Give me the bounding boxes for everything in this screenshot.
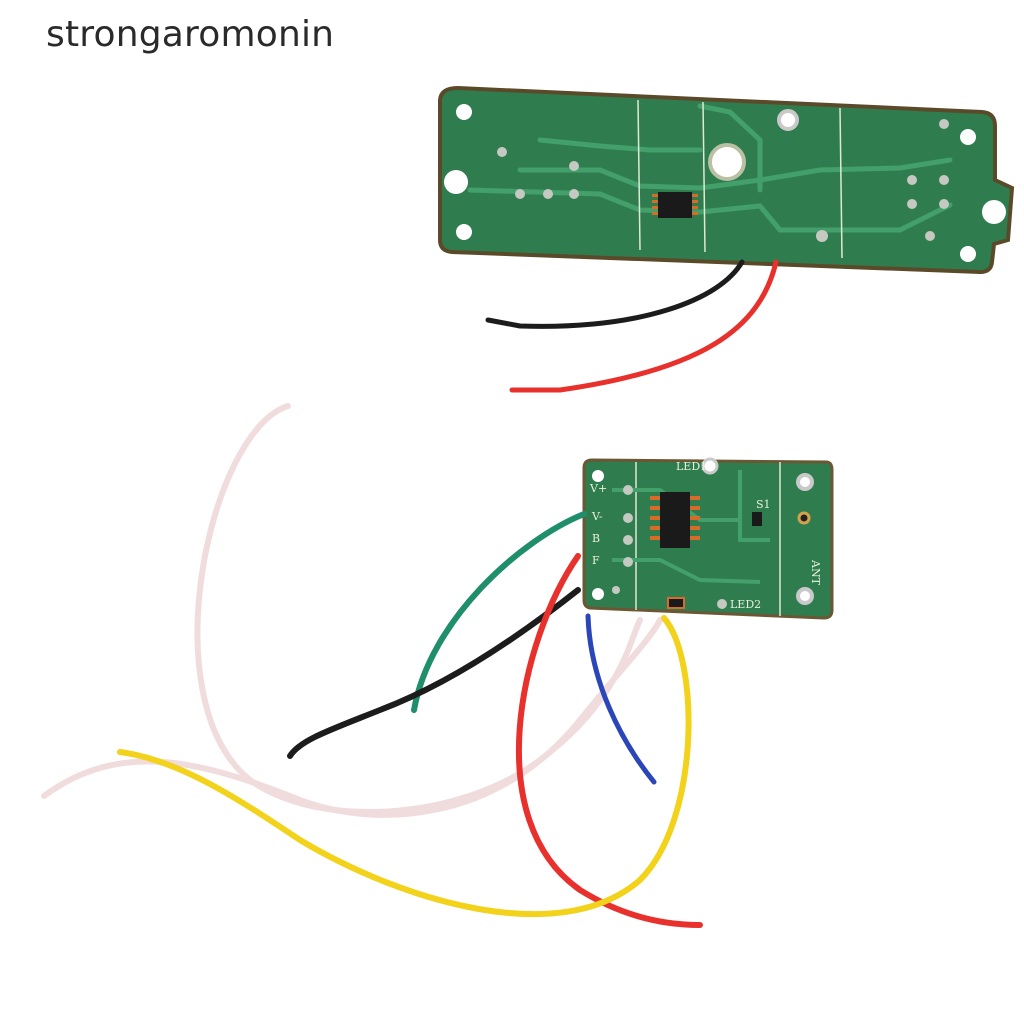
label-f: F bbox=[592, 554, 600, 567]
label-v-minus: V- bbox=[591, 510, 603, 523]
label-b: B bbox=[592, 532, 600, 545]
label-led1: LED1 bbox=[676, 460, 707, 473]
receiver-wires bbox=[41, 403, 703, 928]
receiver-board: V+ V- B F LED1 LED2 S1 ANT bbox=[582, 457, 834, 620]
transmitter-wires bbox=[485, 259, 779, 393]
label-s1: S1 bbox=[756, 498, 771, 511]
label-ant: ANT bbox=[809, 559, 822, 586]
store-watermark: strongaromonin bbox=[46, 14, 335, 55]
label-v-plus: V+ bbox=[589, 482, 607, 495]
transmitter-board bbox=[438, 85, 1015, 275]
label-led2: LED2 bbox=[730, 598, 761, 611]
